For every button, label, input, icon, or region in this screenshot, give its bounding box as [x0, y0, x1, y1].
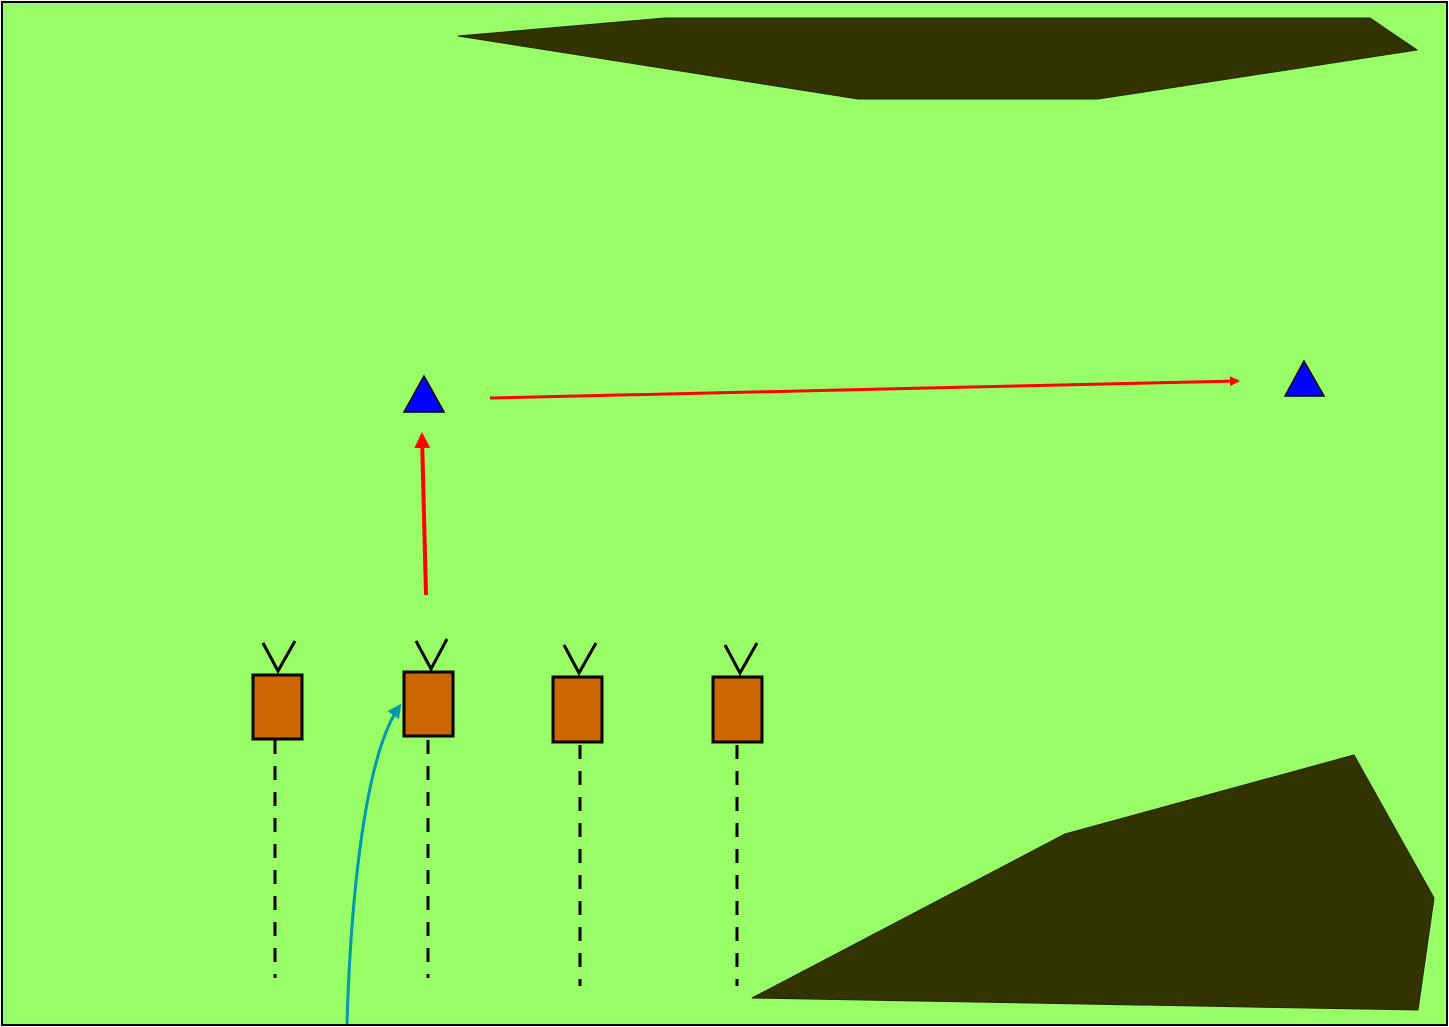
player-3: [551, 642, 604, 744]
player-body: [402, 670, 455, 738]
player-1: [251, 640, 304, 741]
player-antenna-icon: [261, 640, 297, 675]
movement-arrow-across: [489, 376, 1240, 400]
player-body: [711, 675, 764, 744]
movement-arrow-forward: [414, 432, 431, 596]
player-antenna-icon: [414, 638, 449, 673]
obstacle-top: [457, 17, 1419, 100]
marker-cone-1: [402, 374, 446, 413]
player-body: [551, 675, 604, 744]
player-body: [251, 673, 304, 741]
marker-cone-2: [1283, 359, 1326, 397]
pass-arrow: [345, 703, 402, 1025]
player-2: [402, 638, 455, 738]
player-trails: [273, 740, 739, 986]
player-antenna-icon: [723, 642, 759, 677]
player-4: [711, 642, 764, 744]
obstacle-bottom-right: [751, 754, 1435, 1011]
player-antenna-icon: [562, 642, 598, 677]
